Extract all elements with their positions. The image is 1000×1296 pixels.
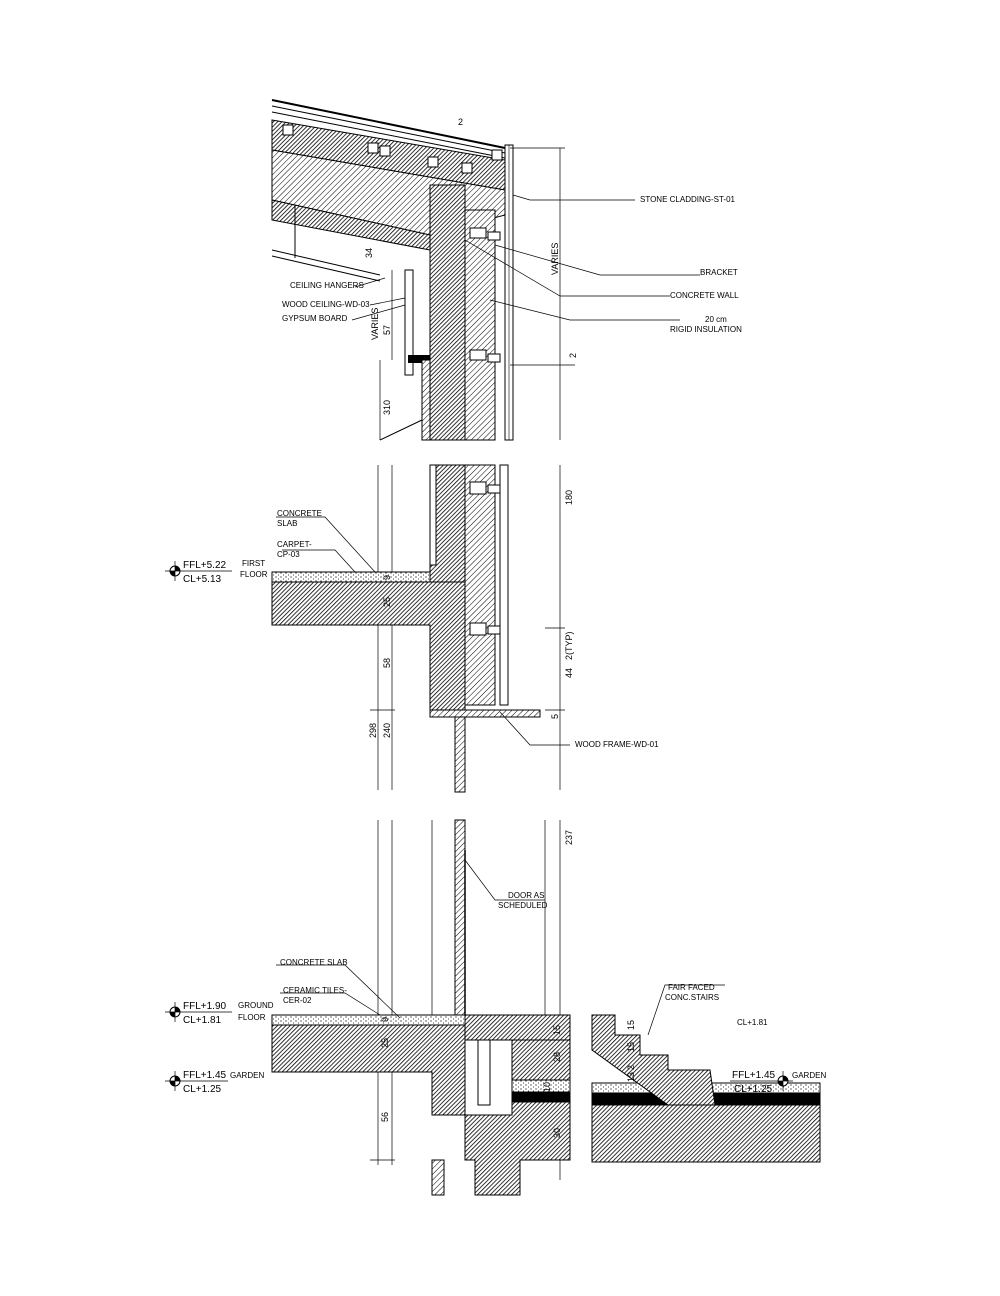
dim-15-a: 15 bbox=[552, 1025, 562, 1035]
dim-240: 240 bbox=[382, 723, 392, 738]
dim-15-b: 15 bbox=[626, 1020, 636, 1030]
level-cl-125-left: CL+1.25 bbox=[183, 1084, 222, 1095]
ground-floor-slab bbox=[271, 1024, 571, 1196]
level-marker-garden-left: FFL+1.45 CL+1.25 bbox=[165, 1070, 228, 1095]
label-first-floor-line1: FIRST bbox=[242, 559, 265, 568]
dim-varies-left: VARIES bbox=[370, 308, 380, 340]
first-floor-slab bbox=[271, 581, 466, 711]
dim-237: 237 bbox=[564, 830, 574, 845]
label-ceramic-line1: CERAMIC TILES- bbox=[283, 986, 347, 995]
label-fair-faced-line2: CONC.STAIRS bbox=[665, 993, 719, 1002]
label-cl-181-right: CL+1.81 bbox=[737, 1018, 768, 1027]
stone-cladding-mid bbox=[499, 464, 509, 706]
dim-2-stair: 2 bbox=[626, 1065, 636, 1070]
carpet-layer bbox=[271, 571, 431, 583]
label-wood-frame: WOOD FRAME-WD-01 bbox=[575, 740, 659, 749]
level-ffl-145-right: FFL+1.45 bbox=[732, 1070, 776, 1081]
dim-310: 310 bbox=[382, 400, 392, 415]
dim-56: 56 bbox=[380, 1112, 390, 1122]
label-door-line2: SCHEDULED bbox=[498, 901, 548, 910]
label-door-line1: DOOR AS bbox=[508, 891, 544, 900]
level-marker-ground-floor: FFL+1.90 CL+1.81 bbox=[165, 1001, 232, 1026]
dim-13: 13 bbox=[626, 1072, 636, 1082]
level-cl-125-right: CL+1.25 bbox=[734, 1084, 773, 1095]
label-carpet-line1: CARPET- bbox=[277, 540, 312, 549]
concrete-stairs bbox=[591, 1014, 716, 1106]
label-rigid-insulation-line2: RIGID INSULATION bbox=[670, 325, 742, 334]
dim-9-first: 9 bbox=[382, 575, 392, 580]
wood-frame bbox=[429, 709, 541, 718]
dim-15-c: 15 bbox=[626, 1042, 636, 1052]
level-marker-garden-right: FFL+1.45 CL+1.25 bbox=[730, 1070, 793, 1095]
label-ceramic-line2: CER-02 bbox=[283, 996, 312, 1005]
dim-9-ground: 9 bbox=[380, 1017, 390, 1022]
dim-44: 44 bbox=[564, 668, 574, 678]
dim-10: 10 bbox=[542, 1082, 552, 1092]
label-garden-left: GARDEN bbox=[230, 1071, 264, 1080]
label-carpet-line2: CP-03 bbox=[277, 550, 300, 559]
dim-298: 298 bbox=[368, 723, 378, 738]
label-ground-floor-line1: GROUND bbox=[238, 1001, 274, 1010]
label-gypsum-board: GYPSUM BOARD bbox=[282, 314, 348, 323]
level-cl-181: CL+1.81 bbox=[183, 1015, 222, 1026]
dim-varies-right: VARIES bbox=[550, 243, 560, 275]
level-ffl-522: FFL+5.22 bbox=[183, 560, 227, 571]
level-cl-513: CL+5.13 bbox=[183, 574, 222, 585]
ground-floor-section: DOOR AS SCHEDULED CONCRETE SLAB CERAMIC … bbox=[165, 819, 826, 1196]
level-marker-first-floor: FFL+5.22 CL+5.13 bbox=[165, 560, 232, 585]
rigid-insulation-mid bbox=[464, 464, 496, 706]
level-ffl-190: FFL+1.90 bbox=[183, 1001, 227, 1012]
dim-5: 5 bbox=[550, 714, 560, 719]
label-garden-right: GARDEN bbox=[792, 1071, 826, 1080]
door-jamb bbox=[454, 819, 466, 1016]
label-stone-cladding: STONE CLADDING-ST-01 bbox=[640, 195, 736, 204]
dim-180: 180 bbox=[564, 490, 574, 505]
label-concrete-slab-line1: CONCRETE bbox=[277, 509, 322, 518]
label-first-floor-line2: FLOOR bbox=[240, 570, 268, 579]
label-bracket: BRACKET bbox=[700, 268, 738, 277]
dim-57: 57 bbox=[382, 325, 392, 335]
first-floor-section: CONCRETE SLAB CARPET- CP-03 FIRST FLOOR … bbox=[165, 464, 659, 793]
ceramic-tile-layer bbox=[271, 1014, 466, 1026]
concrete-wall-top bbox=[429, 184, 466, 441]
level-ffl-145-left: FFL+1.45 bbox=[183, 1070, 227, 1081]
label-wood-ceiling: WOOD CEILING-WD-03 bbox=[282, 300, 370, 309]
dim-25-ground: 25 bbox=[380, 1038, 390, 1048]
dim-34: 34 bbox=[364, 248, 374, 258]
label-ceiling-hangers: CEILING HANGERS bbox=[290, 281, 364, 290]
label-concrete-slab-ground: CONCRETE SLAB bbox=[280, 958, 348, 967]
label-concrete-wall: CONCRETE WALL bbox=[670, 291, 739, 300]
dim-28: 28 bbox=[552, 1052, 562, 1062]
dim-8: 8 bbox=[626, 1093, 636, 1098]
label-concrete-slab-line2: SLAB bbox=[277, 519, 297, 528]
dim-58: 58 bbox=[382, 658, 392, 668]
roof-section: STONE CLADDING-ST-01 BRACKET CONCRETE WA… bbox=[271, 99, 742, 441]
label-rigid-insulation-line1: 20 cm bbox=[705, 315, 727, 324]
dim-30: 30 bbox=[552, 1128, 562, 1138]
rigid-insulation-top bbox=[464, 209, 496, 441]
dim-2-mid: 2 bbox=[568, 353, 578, 358]
garden-slab-right bbox=[591, 1104, 821, 1163]
dim-2typ: 2(TYP) bbox=[564, 631, 574, 660]
dim-2-top: 2 bbox=[458, 117, 463, 127]
label-ground-floor-line2: FLOOR bbox=[238, 1013, 266, 1022]
dim-25-first: 25 bbox=[382, 597, 392, 607]
label-fair-faced-line1: FAIR FACED bbox=[668, 983, 715, 992]
